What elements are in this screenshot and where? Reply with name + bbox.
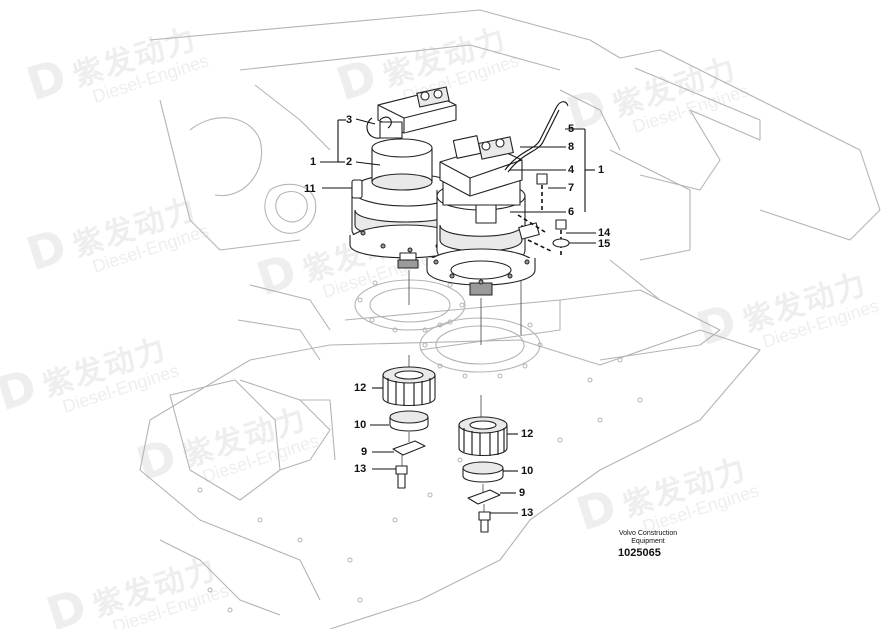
- callout-3: 3: [346, 114, 353, 126]
- pinion-stack-right: [458, 416, 508, 533]
- lower-deck-outline: [139, 279, 761, 629]
- callout-10-right: 10: [521, 465, 534, 477]
- callout-4: 4: [568, 164, 575, 176]
- callout-11: 11: [304, 183, 316, 195]
- callout-9-right: 9: [519, 487, 526, 499]
- caption-drawing-code: 1025065: [618, 547, 661, 559]
- callout-1-left: 1: [310, 156, 317, 168]
- callout-9-left: 9: [361, 446, 368, 458]
- callout-15: 15: [598, 238, 611, 250]
- callout-1-right: 1: [598, 164, 605, 176]
- callout-12-right: 12: [521, 428, 534, 440]
- swing-motor-right: [426, 101, 569, 296]
- callout-13-left: 13: [354, 463, 367, 475]
- callout-2: 2: [346, 156, 353, 168]
- callout-12-left: 12: [354, 382, 367, 394]
- callout-14: 14: [598, 227, 611, 239]
- callout-10-left: 10: [354, 419, 367, 431]
- callout-13-right: 13: [521, 507, 534, 519]
- callout-7: 7: [568, 182, 575, 194]
- upper-frame-outline: [149, 9, 881, 361]
- pinion-stack-left: [382, 366, 436, 489]
- callout-leaders: [320, 118, 596, 514]
- callout-6: 6: [568, 206, 575, 218]
- caption-company: Volvo Construction Equipment: [618, 530, 678, 545]
- small-hardware: [351, 173, 570, 255]
- swing-motor-left: [349, 86, 463, 269]
- callout-8: 8: [568, 141, 575, 153]
- assembly-axes: [408, 270, 522, 430]
- callout-5: 5: [568, 123, 575, 135]
